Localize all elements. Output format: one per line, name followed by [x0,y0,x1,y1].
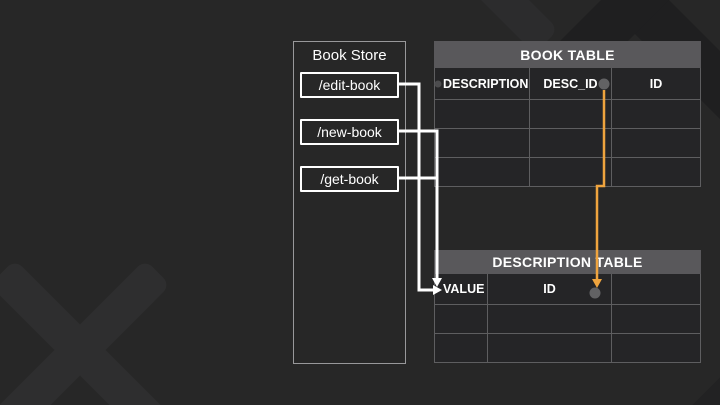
table-cell [612,158,701,187]
book-table-row [434,158,701,187]
description-table-title: DESCRIPTION TABLE [434,250,701,274]
table-cell [530,129,612,158]
table-cell [488,334,612,363]
table-cell [530,100,612,129]
route-get-book: /get-book [300,166,399,192]
book-table-header-row: DESCRIPTION DESC_ID ID [434,68,701,100]
description-table-row [434,305,701,334]
book-table: BOOK TABLE DESCRIPTION DESC_ID ID [434,41,701,187]
book-table-col-id: ID [612,68,701,100]
route-new-book-label: /new-book [317,124,382,140]
book-store-panel: Book Store /edit-book /new-book /get-boo… [293,41,406,364]
table-cell [434,305,488,334]
table-cell [612,100,701,129]
book-table-row [434,100,701,129]
book-table-col-description: DESCRIPTION [434,68,530,100]
table-cell [434,158,530,187]
description-table: DESCRIPTION TABLE VALUE ID [434,250,701,363]
table-cell [488,305,612,334]
route-get-book-label: /get-book [320,171,379,187]
route-edit-book-label: /edit-book [318,77,381,93]
table-cell [612,305,701,334]
table-cell [612,334,701,363]
table-cell [530,158,612,187]
description-table-row [434,334,701,363]
table-cell [434,334,488,363]
description-table-col-value: VALUE [434,274,488,305]
table-cell [434,100,530,129]
description-table-col-id: ID [488,274,612,305]
book-table-col-desc-id: DESC_ID [530,68,612,100]
book-store-title: Book Store [312,47,387,64]
description-table-col-empty [612,274,701,305]
table-cell [612,129,701,158]
book-table-title: BOOK TABLE [434,41,701,68]
route-new-book: /new-book [300,119,399,145]
route-edit-book: /edit-book [300,72,399,98]
table-cell [434,129,530,158]
book-table-row [434,129,701,158]
description-table-header-row: VALUE ID [434,274,701,305]
